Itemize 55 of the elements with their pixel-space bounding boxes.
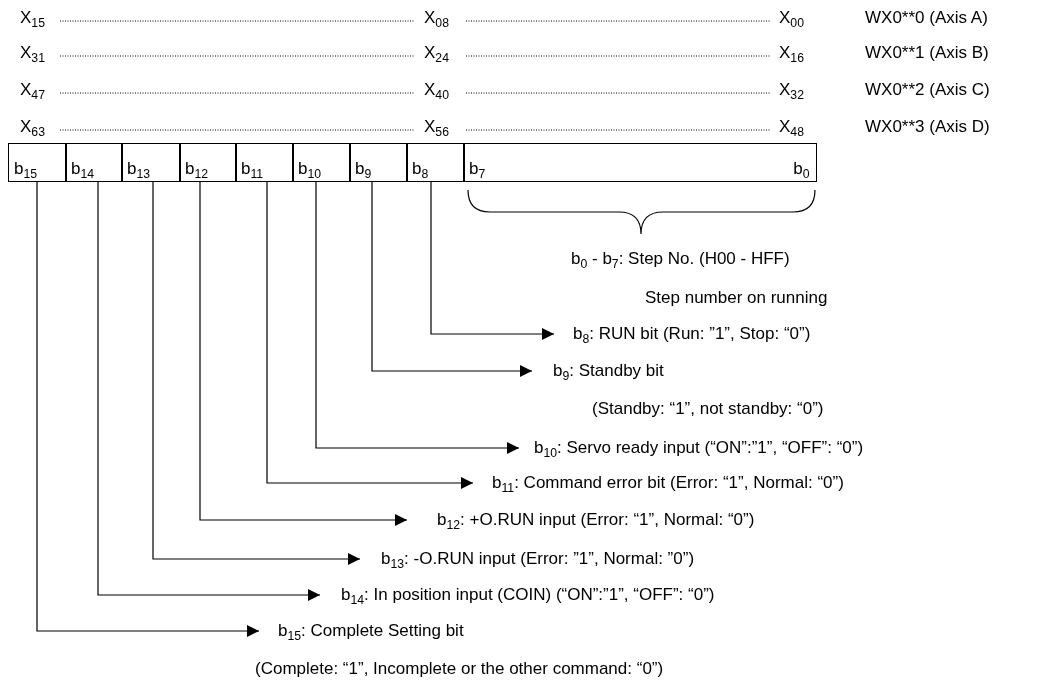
bit-cell xyxy=(179,143,237,182)
register-name: WX0**0 (Axis A) xyxy=(865,7,988,29)
bit-description: b$_{14}$: In position input (COIN) (“ON”:”1”, “OFF”: “0”) xyxy=(320,584,715,606)
bit-address: X$_{31}$ xyxy=(20,42,45,64)
bit-description: b$_{12}$: +O.RUN input (Error: “1”, Normal: “0”) xyxy=(407,509,755,531)
step-description: Step number on running xyxy=(645,287,828,309)
arrow xyxy=(430,181,555,340)
bit-label: b$_{15}$ xyxy=(14,158,38,180)
bit-address: X$_{00}$ xyxy=(779,7,804,29)
bit-address: X$_{15}$ xyxy=(20,7,45,29)
bit-label: b$_{8}$ xyxy=(412,158,429,180)
bit-description: b$_{10}$: Servo ready input (“ON”:”1”, “OFF”: “0”) xyxy=(519,437,864,459)
bit-label: b$_{7}$ xyxy=(469,158,486,180)
arrow xyxy=(371,181,533,377)
arrow xyxy=(266,181,474,489)
arrow xyxy=(36,181,260,637)
bit-description: b$_{13}$: -O.RUN input (Error: ”1”, Normal: ”0”) xyxy=(360,548,695,570)
bit-cell xyxy=(8,143,67,182)
bit-address: X$_{56}$ xyxy=(424,116,449,138)
bit-cell xyxy=(406,143,465,182)
arrow xyxy=(152,181,361,565)
bit-cell xyxy=(349,143,408,182)
bit-description-note: (Standby: “1”, not standby: “0”) xyxy=(592,398,824,420)
register-name: WX0**2 (Axis C) xyxy=(865,79,990,101)
bit-cell xyxy=(292,143,351,182)
register-name: WX0**3 (Axis D) xyxy=(865,116,990,138)
bit-label: b$_{9}$ xyxy=(355,158,372,180)
bit-label: b$_{11}$ xyxy=(241,158,264,180)
bit-description: b$_{11}$: Command error bit (Error: “1”, Normal: “0”) xyxy=(473,472,844,494)
bit-address: X$_{08}$ xyxy=(424,7,449,29)
bit-cell xyxy=(65,143,123,182)
bit-description-note: (Complete: “1”, Incomplete or the other command: “0”) xyxy=(255,658,664,680)
bit-label: b$_{10}$ xyxy=(298,158,322,180)
step-description: b$_{0}$ - b$_{7}$: Step No. (H00 - HFF) xyxy=(571,248,790,270)
bit-address: X$_{63}$ xyxy=(20,116,45,138)
bit-cell xyxy=(121,143,181,182)
bit-address: X$_{48}$ xyxy=(779,116,804,138)
bit-label: b$_{12}$ xyxy=(185,158,209,180)
bit-cell xyxy=(235,143,294,182)
bit-description: b$_{9}$: Standby bit xyxy=(532,360,664,382)
bit-description: b$_{15}$: Complete Setting bit xyxy=(259,620,464,642)
bit-label: b$_{0}$ xyxy=(793,158,810,180)
bit-address: X$_{24}$ xyxy=(424,42,449,64)
bit-address: X$_{32}$ xyxy=(779,79,804,101)
arrow xyxy=(199,181,408,526)
register-name: WX0**1 (Axis B) xyxy=(865,42,989,64)
bit-address: X$_{16}$ xyxy=(779,42,804,64)
bit-label: b$_{13}$ xyxy=(127,158,151,180)
arrow xyxy=(97,181,321,601)
arrow xyxy=(315,181,520,454)
bit-cell xyxy=(463,143,817,182)
bit-description: b$_{8}$: RUN bit (Run: ”1”, Stop: “0”) xyxy=(554,323,811,345)
bit-label: b$_{14}$ xyxy=(71,158,95,180)
bit-address: X$_{40}$ xyxy=(424,79,449,101)
bit-address: X$_{47}$ xyxy=(20,79,45,101)
